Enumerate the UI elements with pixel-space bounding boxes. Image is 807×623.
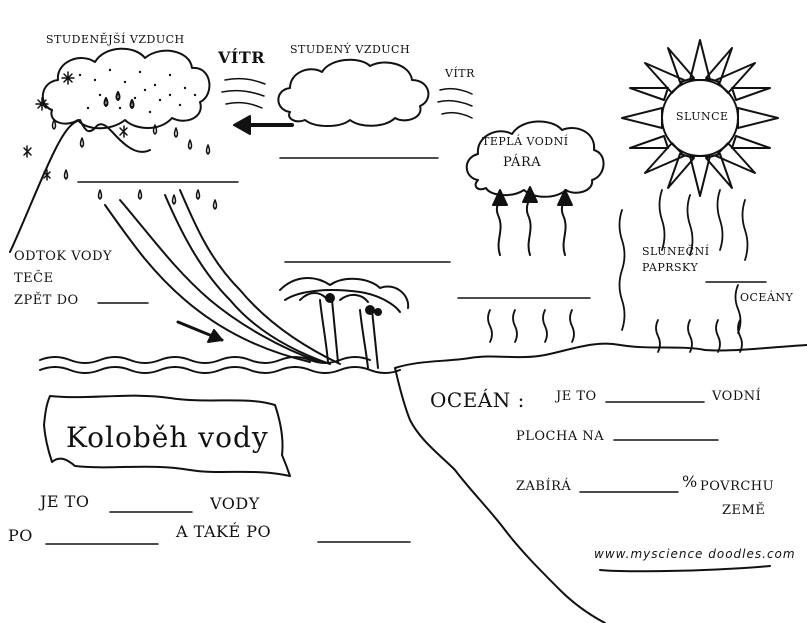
cycle-question-a: JE TO [40,492,90,511]
snowflake-icon [23,71,128,181]
runoff-label-2: TEČE [14,271,54,286]
coastline [394,342,807,623]
answer-lines [45,157,767,545]
cycle-question-b: VODY [210,494,260,513]
palm-island-icon [279,277,410,369]
rising-vapor-arrows-icon [492,186,573,256]
oceans-label: OCEÁNY [740,291,794,304]
ocean-question-3c: ZEMĚ [722,503,766,518]
wind-label-right: VÍTR [445,67,475,80]
colder-air-label: STUDENĚJŠÍ VZDUCH [46,33,185,46]
sun-rays-label-1: SLUNEČNÍ [642,245,710,258]
runoff-arrow-icon [176,320,224,343]
cycle-question-c: PO [8,526,33,545]
wind-label-left: VÍTR [218,48,266,67]
evaporation-lines [487,309,575,343]
website-arrow [599,565,771,573]
river-streams [104,189,341,365]
cold-air-label: STUDENÝ VZDUCH [290,43,411,56]
cold-air-cloud-icon [277,58,430,127]
ocean-question-1a: JE TO [556,389,597,404]
mountain-outline [9,119,151,253]
sun-icon [621,39,779,197]
ocean-question-2: PLOCHA NA [516,429,605,444]
warm-vapor-label-1: TEPLÁ VODNÍ [482,135,569,148]
title-banner [43,394,291,477]
sun-rays-label-2: PAPRSKY [642,261,699,274]
raindrops-icon [51,119,218,210]
website-credit: www.myscience doodles.com [594,547,796,561]
cycle-question-d: A TAKÉ PO [176,522,272,541]
sun-label: SLUNCE [676,110,729,123]
runoff-label-1: ODTOK VODY [14,249,113,264]
warm-vapor-label-2: PÁRA [503,155,542,170]
runoff-label-3: ZPĚT DO [14,293,79,308]
ocean-question-1b: VODNÍ [712,389,762,404]
ocean-question-3-percent: % [682,472,698,491]
ocean-heading: OCEÁN : [430,388,525,412]
wind-arrow-icon [233,115,294,135]
shore-waves [39,356,401,374]
ocean-question-3b: POVRCHU [700,479,775,494]
page-title: Koloběh vody [66,421,269,454]
wind-lines-icon [221,77,473,119]
ocean-question-3a: ZABÍRÁ [516,479,572,494]
sun-rays-lines [618,189,749,353]
rain-cloud-icon [42,47,211,130]
